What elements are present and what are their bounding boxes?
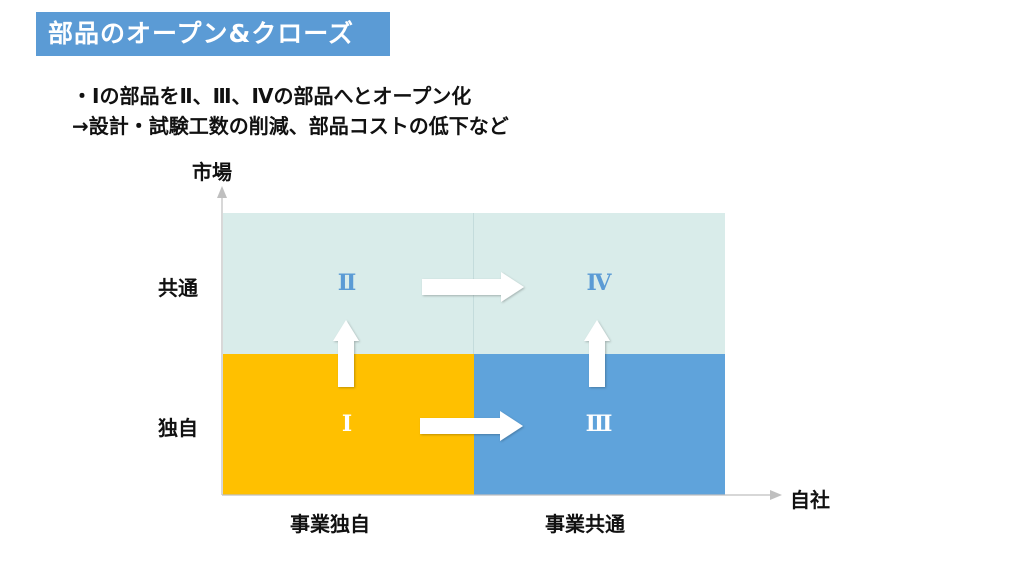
row-label-common: 共通 xyxy=(158,276,198,300)
numeral-1: Ⅰ xyxy=(341,411,353,437)
column-label-unique-business: 事業独自 xyxy=(290,512,370,536)
numeral-4: Ⅳ xyxy=(586,270,612,296)
column-label-common-business: 事業共通 xyxy=(545,512,625,536)
x-axis xyxy=(222,490,782,500)
bullet-cost-reduction: →設計・試験工数の削減、部品コストの低下など xyxy=(72,114,509,138)
x-axis-label: 自社 xyxy=(790,488,830,512)
slide-title: 部品のオープン&クローズ xyxy=(36,12,390,56)
y-axis xyxy=(217,186,227,495)
numeral-3: Ⅲ xyxy=(585,411,613,437)
numeral-2: Ⅱ xyxy=(337,270,357,296)
row-label-unique: 独自 xyxy=(158,416,198,440)
arrow-right-top-icon xyxy=(422,272,524,302)
arrow-right-bottom-icon xyxy=(420,411,523,441)
bullet-open-parts: ・Ⅰの部品をⅡ、Ⅲ、Ⅳの部品へとオープン化 xyxy=(72,84,472,108)
arrow-up-right-icon xyxy=(584,320,610,387)
arrow-up-left-icon xyxy=(333,320,359,387)
y-axis-label: 市場 xyxy=(192,160,232,184)
